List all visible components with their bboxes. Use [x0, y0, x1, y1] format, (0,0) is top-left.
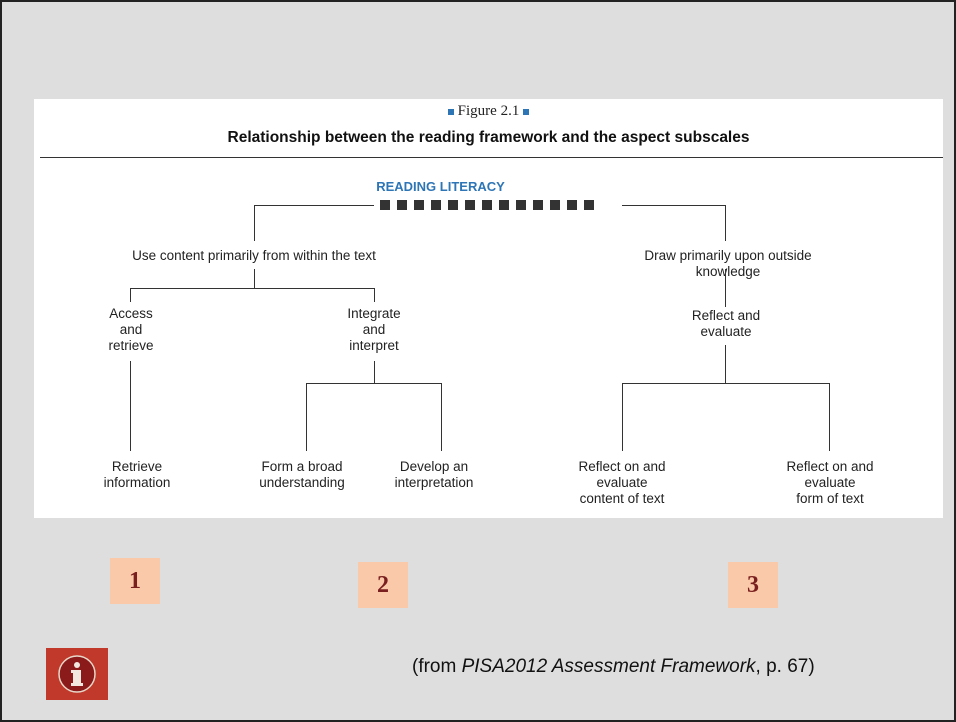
node-draw-knowledge: Draw primarily upon outside knowledge — [644, 248, 812, 279]
node-retrieve-information: Retrieve information — [103, 459, 171, 490]
reading-framework-figure: Figure 2.1 Relationship between the read… — [34, 99, 943, 518]
marker-1: 1 — [110, 558, 160, 604]
node-reflect-form: Reflect on and evaluate form of text — [786, 459, 874, 506]
figure-title: Relationship between the reading framewo… — [227, 129, 750, 146]
connector-line — [130, 288, 374, 289]
connector-line — [130, 288, 131, 302]
connector-line — [725, 269, 726, 307]
connector-line — [829, 383, 830, 451]
connector-line — [130, 361, 131, 451]
node-access-retrieve: Access and retrieve — [108, 306, 154, 353]
connector-line — [622, 205, 726, 206]
connector-line — [254, 269, 255, 289]
node-use-content: Use content primarily from within the te… — [132, 248, 376, 263]
connector-line — [306, 383, 442, 384]
connector-line — [374, 288, 375, 302]
title-divider — [40, 157, 943, 158]
citation-prefix: (from — [412, 656, 462, 677]
marker-2: 2 — [358, 562, 408, 608]
info-icon — [58, 655, 96, 693]
node-reflect-evaluate: Reflect and evaluate — [691, 308, 761, 339]
node-reflect-content: Reflect on and evaluate content of text — [578, 459, 666, 506]
marker-3: 3 — [728, 562, 778, 608]
node-form-broad-understanding: Form a broad understanding — [259, 459, 345, 490]
figure-caption: Figure 2.1 — [34, 103, 943, 120]
info-button[interactable] — [46, 648, 108, 700]
citation-title: PISA2012 Assessment Framework — [461, 656, 756, 677]
connector-line — [725, 205, 726, 241]
node-integrate-interpret: Integrate and interpret — [347, 306, 401, 353]
node-reading-literacy: READING LITERACY — [376, 179, 505, 194]
node-develop-interpretation: Develop an interpretation — [394, 459, 474, 490]
figure-caption-text: Figure 2.1 — [457, 103, 520, 119]
connector-line — [306, 383, 307, 451]
connector-line — [725, 345, 726, 383]
connector-line — [254, 205, 374, 206]
connector-line — [622, 383, 623, 451]
connector-line — [254, 205, 255, 241]
citation-suffix: , p. 67) — [755, 656, 815, 677]
connector-line — [441, 383, 442, 451]
root-dash-bar — [380, 200, 594, 211]
connector-line — [622, 383, 830, 384]
source-citation: (from PISA2012 Assessment Framework, p. … — [412, 656, 815, 678]
connector-line — [374, 361, 375, 383]
caption-square-icon — [447, 108, 454, 115]
caption-square-icon — [523, 108, 530, 115]
